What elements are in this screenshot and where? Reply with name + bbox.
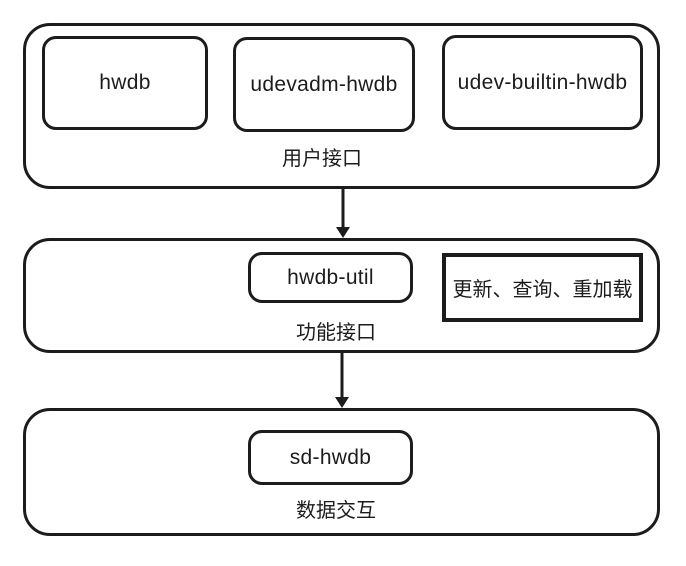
arrow-down-icon [335,397,349,408]
node-udev-builtin-hwdb: udev-builtin-hwdb [442,35,643,130]
arrow-function-to-data [335,353,349,408]
layer-user-interface: hwdb udevadm-hwdb udev-builtin-hwdb 用户接口 [23,23,660,189]
node-sd-hwdb: sd-hwdb [248,430,413,485]
arrow-down-icon [336,227,350,238]
node-hwdb: hwdb [42,36,208,130]
layer-label-user-interface: 用户接口 [282,148,362,170]
node-hwdb-util-label: hwdb-util [287,265,374,289]
node-update-query-reload: 更新、查询、重加载 [442,253,643,322]
arrow-shaft [340,353,344,398]
arrow-user-to-function [336,189,350,238]
node-update-query-reload-label: 更新、查询、重加载 [452,279,633,301]
node-hwdb-util: hwdb-util [248,252,413,303]
node-udevadm-hwdb: udevadm-hwdb [233,37,415,132]
layer-data-interaction: sd-hwdb 数据交互 [23,408,660,536]
node-udev-builtin-hwdb-label: udev-builtin-hwdb [457,70,628,94]
arrow-shaft [341,189,345,228]
layer-label-function-interface: 功能接口 [296,322,376,344]
node-udevadm-hwdb-label: udevadm-hwdb [250,72,398,96]
node-sd-hwdb-label: sd-hwdb [289,445,372,469]
layer-function-interface: hwdb-util 更新、查询、重加载 功能接口 [23,238,660,353]
node-hwdb-label: hwdb [99,71,151,94]
layer-label-data-interaction: 数据交互 [296,500,376,522]
